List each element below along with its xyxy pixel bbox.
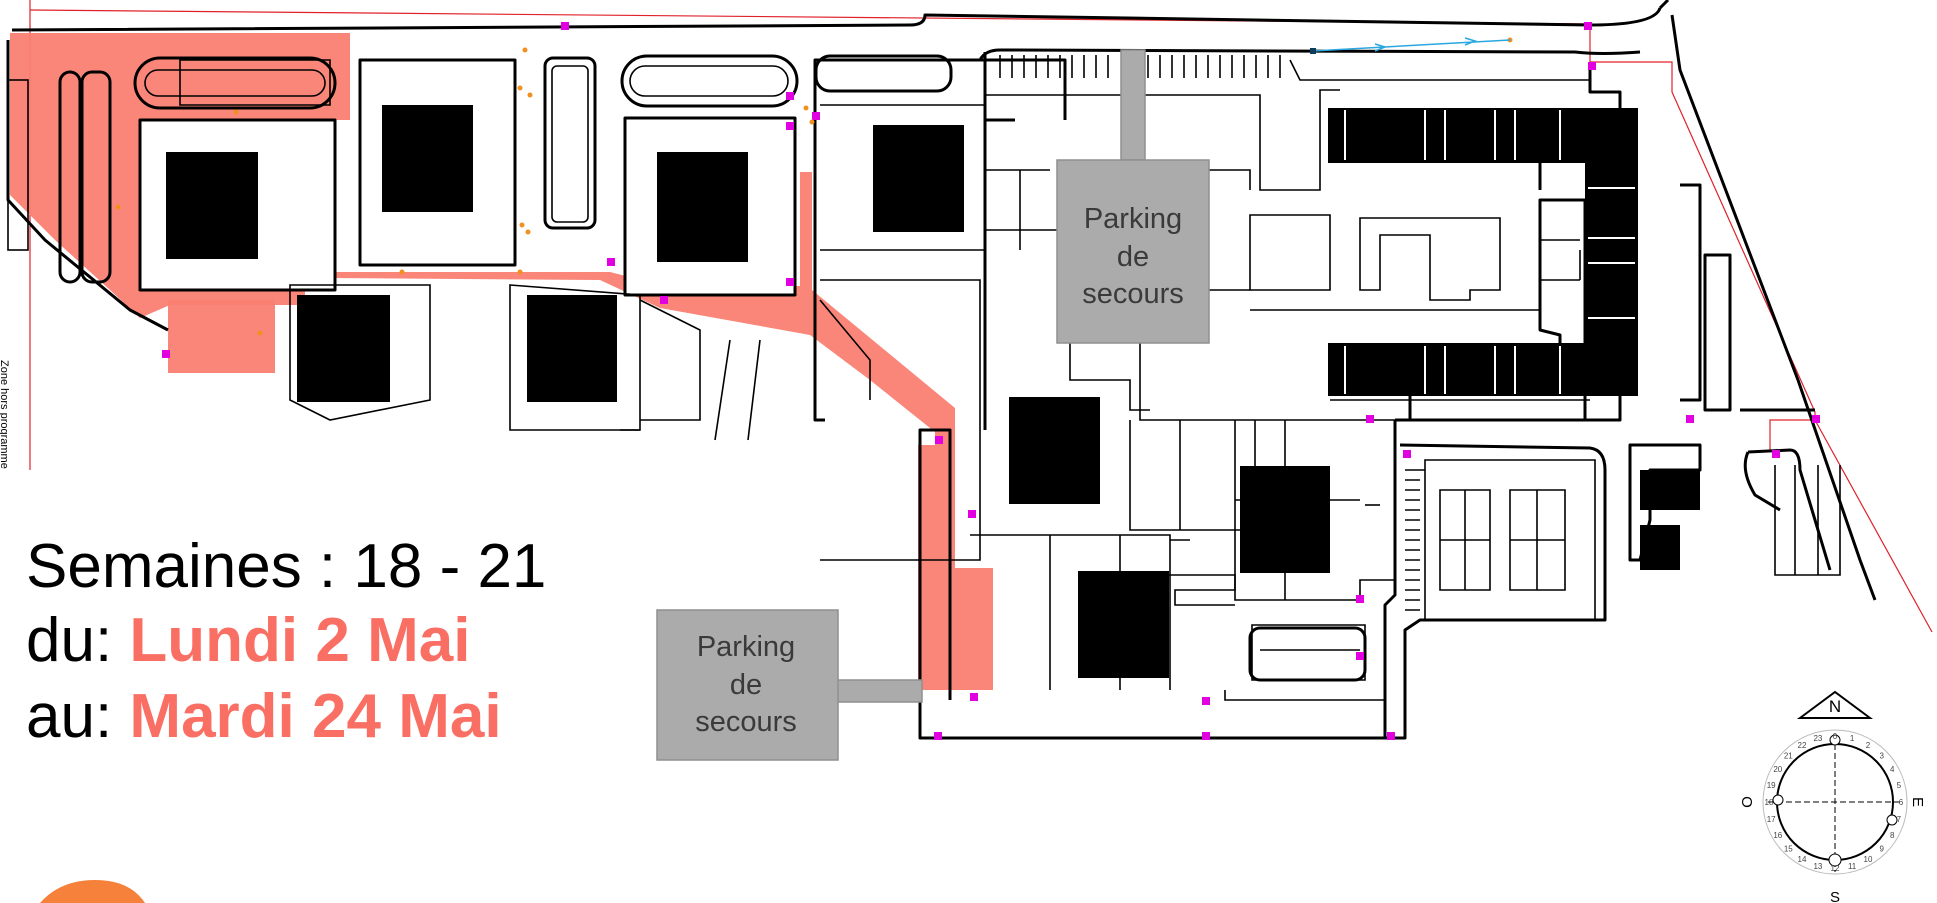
compass-hour-label: 21	[1784, 751, 1793, 760]
access-points	[162, 22, 1820, 740]
logo-mark	[40, 880, 145, 903]
compass-hour-label: 18	[1765, 798, 1774, 807]
compass-hour-label: 22	[1798, 741, 1807, 750]
from-line: du: Lundi 2 Mai	[26, 610, 470, 672]
compass-hour-label: 17	[1767, 815, 1776, 824]
excluded-zone-label: Zone hors programme	[0, 360, 10, 469]
parking-label-line-2: de	[1117, 241, 1149, 273]
compass-hour-label: 7	[1897, 815, 1902, 824]
compass-hour-label: 2	[1866, 741, 1871, 750]
compass-hour-label: 1	[1850, 734, 1855, 743]
to-prefix: au:	[26, 682, 130, 751]
compass-east: E	[1909, 797, 1926, 807]
compass-hour-label: 11	[1848, 862, 1857, 871]
compass-hour-label: 6	[1899, 798, 1904, 807]
trees	[115, 37, 1513, 336]
compass-hour-label: 5	[1897, 781, 1902, 790]
compass-west: O	[1738, 796, 1755, 808]
parking-label-line-3: secours	[695, 706, 797, 738]
parking-label-line-3: secours	[1082, 278, 1184, 310]
compass-hour-label: 8	[1890, 831, 1895, 840]
compass-hour-label: 10	[1864, 855, 1873, 864]
compass-hour-label: 14	[1798, 855, 1807, 864]
buildings	[166, 105, 1700, 678]
compass-hour-label: 20	[1773, 765, 1782, 774]
route-arrow	[1310, 37, 1511, 54]
compass-hour-label: 13	[1813, 862, 1822, 871]
emergency-parking-bottom: Parking de secours	[656, 609, 923, 761]
from-date: Lundi 2 Mai	[129, 606, 471, 675]
compass-south: S	[1830, 889, 1840, 903]
compass-hour-label: 4	[1890, 765, 1895, 774]
compass-hour-label: 16	[1773, 831, 1782, 840]
weeks-text: Semaines : 18 - 21	[26, 532, 547, 601]
compass-hour-label: 12	[1831, 864, 1840, 873]
compass-hour-label: 3	[1879, 751, 1884, 760]
parking-stripes	[999, 55, 1590, 81]
parking-label-line-2: de	[730, 669, 762, 701]
compass-hour-label: 23	[1813, 734, 1822, 743]
parking-label-line-1: Parking	[697, 631, 795, 663]
parking-label-line-1: Parking	[1084, 203, 1182, 235]
from-prefix: du:	[26, 606, 130, 675]
to-line: au: Mardi 24 Mai	[26, 686, 502, 748]
compass-hour-label: 0	[1833, 732, 1838, 741]
compass-hour-label: 15	[1784, 845, 1793, 854]
to-date: Mardi 24 Mai	[129, 682, 502, 751]
compass-north: N	[1829, 697, 1841, 716]
compass-hour-label: 9	[1879, 845, 1884, 854]
emergency-parking-top: Parking de secours	[1056, 49, 1210, 344]
compass-hour-label: 19	[1767, 781, 1776, 790]
weeks-line: Semaines : 18 - 21	[26, 536, 546, 598]
